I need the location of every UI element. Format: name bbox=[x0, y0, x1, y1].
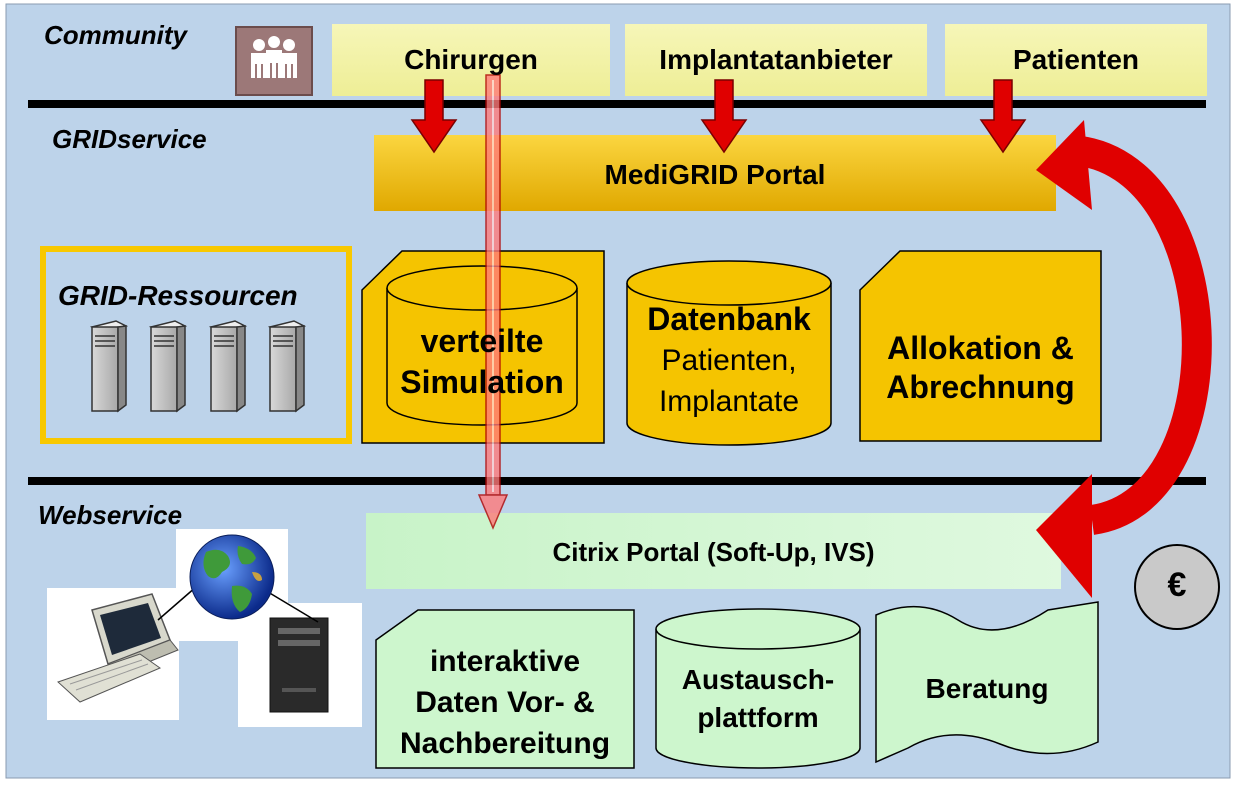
section-label-webservice: Webservice bbox=[38, 500, 183, 530]
simulation-cylinder bbox=[386, 265, 578, 426]
allokation-card bbox=[859, 250, 1102, 442]
grid-resources-title: GRID-Ressourcen bbox=[58, 280, 298, 311]
chirurgen-label: Chirurgen bbox=[404, 44, 538, 75]
datenbank-title: Datenbank bbox=[647, 301, 811, 337]
datenbank-line3: Implantate bbox=[658, 385, 800, 418]
billing-cycle-arrow bbox=[1036, 120, 1212, 598]
medigrid-portal-label: MediGRID Portal bbox=[604, 159, 826, 190]
austausch-cylinder bbox=[655, 608, 861, 769]
patienten-box bbox=[945, 24, 1207, 96]
arrow-implantatanbieter bbox=[700, 79, 748, 154]
implantatanbieter-box bbox=[625, 24, 927, 96]
simulation-label-line2: Simulation bbox=[400, 364, 564, 400]
beratung-doc bbox=[875, 601, 1099, 764]
web-divider bbox=[28, 477, 1206, 485]
arrow-patienten bbox=[979, 79, 1027, 154]
euro-circle bbox=[1134, 544, 1220, 630]
interaktiv-card bbox=[375, 609, 635, 769]
people-group-icon bbox=[235, 26, 313, 96]
citrix-portal-box bbox=[366, 513, 1061, 589]
community-arrows bbox=[410, 79, 1027, 154]
datenbank-cylinder bbox=[626, 260, 832, 446]
section-label-gridservice: GRIDservice bbox=[52, 124, 207, 154]
austausch-line1: Austausch- bbox=[681, 664, 835, 695]
beratung-label: Beratung bbox=[925, 673, 1049, 704]
section-label-community: Community bbox=[44, 20, 187, 50]
globe-network-icon bbox=[47, 529, 362, 727]
vertical-data-arrow bbox=[477, 74, 509, 530]
allokation-line1: Allokation & bbox=[887, 330, 1074, 366]
patienten-label: Patienten bbox=[1012, 44, 1140, 75]
chirurgen-box bbox=[332, 24, 610, 96]
server-tower-icon bbox=[89, 320, 307, 413]
simulation-label-line1: verteilte bbox=[420, 323, 544, 359]
datenbank-line2: Patienten, bbox=[661, 344, 797, 377]
grid-resources-frame bbox=[40, 246, 352, 444]
interaktiv-line2: Daten Vor- & bbox=[415, 686, 595, 719]
citrix-portal-label: Citrix Portal (Soft-Up, IVS) bbox=[552, 537, 875, 567]
austausch-line2: plattform bbox=[697, 702, 819, 733]
allokation-line2: Abrechnung bbox=[886, 369, 1075, 405]
interaktiv-line3: Nachbereitung bbox=[399, 727, 611, 760]
community-divider bbox=[28, 100, 1206, 108]
interaktiv-line1: interaktive bbox=[429, 645, 581, 678]
implantatanbieter-label: Implantatanbieter bbox=[659, 44, 893, 75]
euro-symbol: € bbox=[1167, 566, 1187, 604]
arrow-chirurgen bbox=[410, 79, 458, 154]
